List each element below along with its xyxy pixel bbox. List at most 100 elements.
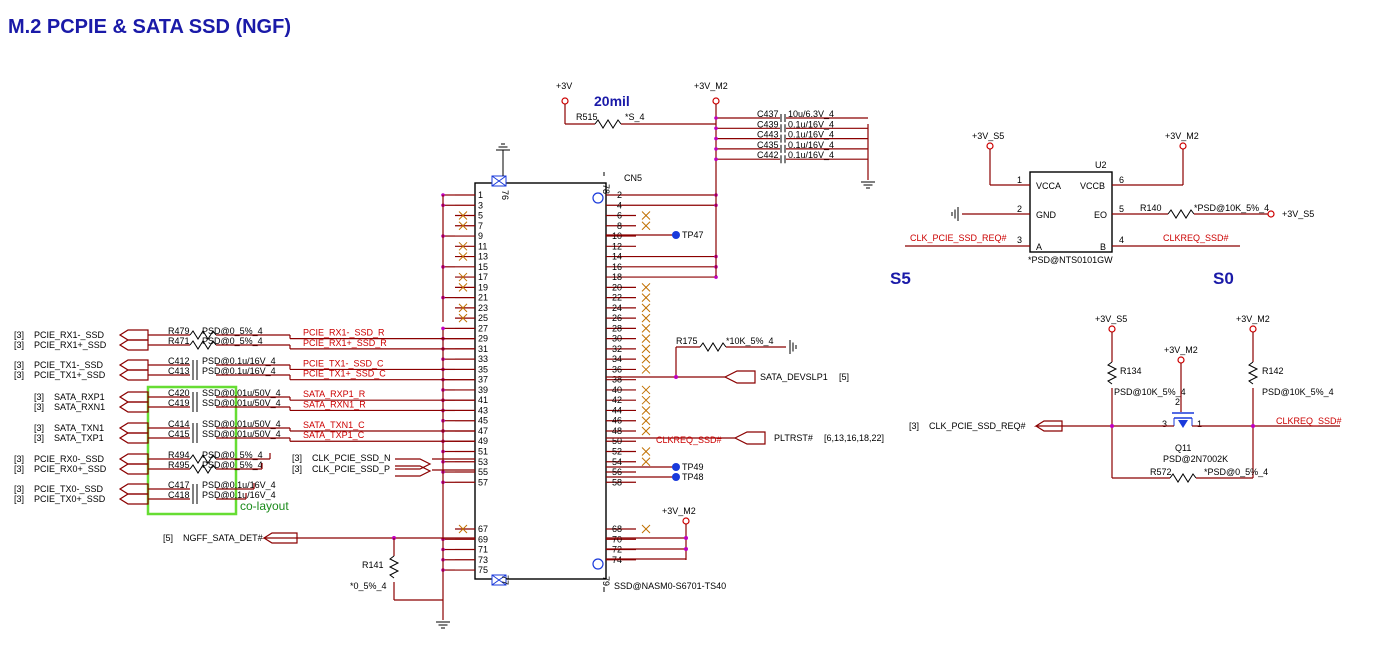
svg-text:[6,13,16,18,22]: [6,13,16,18,22] [824, 433, 884, 443]
svg-text:6: 6 [1119, 175, 1124, 185]
cap-val-3: 0.1u/16V_4 [788, 140, 834, 150]
signal-6-ref: C414 [168, 419, 190, 429]
svg-text:EO: EO [1094, 210, 1107, 220]
cn5-pin-73: 73 [478, 555, 488, 565]
cn5-pin-2: 2 [617, 190, 622, 200]
signal-3-net: PCIE_TX1+_SSD_C [303, 369, 386, 379]
cn5-pin-67: 67 [478, 524, 488, 534]
signal-5-name: SATA_RXN1 [54, 402, 105, 412]
cn5-pin-6: 6 [617, 211, 622, 221]
co-layout-box [146, 385, 238, 516]
cn5-pin-69: 69 [478, 534, 488, 544]
r175-ref: R175 [676, 336, 698, 346]
r134-ref: R134 [1120, 366, 1142, 376]
cn5-pin-16: 16 [612, 262, 622, 272]
q11-pwr-m2a: +3V_M2 [1164, 345, 1198, 355]
cap-val-2: 0.1u/16V_4 [788, 130, 834, 140]
svg-text:[5]: [5] [163, 533, 173, 543]
cap-ref-4: C442 [757, 150, 779, 160]
signal-4-ref: C420 [168, 388, 190, 398]
signal-8-resistor-icon [189, 454, 217, 464]
cn5-key-bottom-icon [592, 558, 604, 570]
cn5-pin-26: 26 [612, 313, 622, 323]
signal-10-value: PSD@0.1u/16V_4 [202, 480, 276, 490]
cn5-mount-78: 78 [601, 184, 611, 194]
cn5-pin-55: 55 [478, 467, 488, 477]
cn5-pin-19: 19 [478, 282, 488, 292]
cn5-pin-45: 45 [478, 416, 488, 426]
cn5-pin-50: 50 [612, 436, 622, 446]
signal-9-value: PSD@0_5%_4 [202, 460, 263, 470]
svg-text:A: A [1036, 242, 1042, 252]
signal-6-name: SATA_TXN1 [54, 423, 104, 433]
cn5-pin-51: 51 [478, 447, 488, 457]
svg-text:B: B [1100, 242, 1106, 252]
clk-n-label: CLK_PCIE_SSD_N [312, 453, 391, 463]
cn5-pin-38: 38 [612, 375, 622, 385]
pwr-3v-m2-bottom: +3V_M2 [662, 506, 696, 516]
cn5-pin-35: 35 [478, 364, 488, 374]
cn5-value: SSD@NASM0-S6701-TS40 [614, 581, 726, 591]
cn5-pin-47: 47 [478, 426, 488, 436]
cn5-pin-21: 21 [478, 293, 488, 303]
svg-text:[3]: [3] [14, 360, 24, 370]
signal-4-name: SATA_RXP1 [54, 392, 105, 402]
cn5-pin-34: 34 [612, 354, 622, 364]
svg-text:VCCB: VCCB [1080, 181, 1105, 191]
cn5-pin-3: 3 [478, 200, 483, 210]
cn5-pin-68: 68 [612, 524, 622, 534]
svg-text:VCCA: VCCA [1036, 181, 1061, 191]
cn5-pin-44: 44 [612, 405, 622, 415]
cap-ref-2: C443 [757, 130, 779, 140]
cn5-pin-56: 56 [612, 467, 622, 477]
svg-text:GND: GND [1036, 210, 1057, 220]
cn5-pin-70: 70 [612, 534, 622, 544]
tp48-label: TP48 [682, 472, 704, 482]
signal-1-value: PSD@0_5%_4 [202, 336, 263, 346]
pltrst-label: PLTRST# [774, 433, 813, 443]
width-note: 20mil [594, 93, 630, 109]
cn5-pin-24: 24 [612, 303, 622, 313]
cn5-pin-57: 57 [478, 477, 488, 487]
q11-pwr-m2b: +3V_M2 [1236, 314, 1270, 324]
r175-value: *10K_5%_4 [726, 336, 774, 346]
domain-s5: S5 [890, 269, 911, 288]
cn5-mount-76: 76 [500, 190, 510, 200]
r140-pwr: +3V_S5 [1282, 209, 1314, 219]
cn5-pin-14: 14 [612, 252, 622, 262]
cn5-pin-46: 46 [612, 416, 622, 426]
q11-out-net: CLKREQ_SSD# [1276, 416, 1342, 426]
tp49-label: TP49 [682, 462, 704, 472]
cn5-pin-29: 29 [478, 334, 488, 344]
svg-text:2: 2 [1017, 204, 1022, 214]
u2-pwr-b: +3V_M2 [1165, 131, 1199, 141]
signal-8-value: PSD@0_5%_4 [202, 450, 263, 460]
r515-ref: R515 [576, 112, 598, 122]
u2-out-net: CLKREQ_SSD# [1163, 233, 1229, 243]
cap-val-4: 0.1u/16V_4 [788, 150, 834, 160]
r515-resistor-icon [594, 119, 622, 129]
svg-text:3: 3 [1017, 235, 1022, 245]
ngff-sata-det: [5] NGFF_SATA_DET# R141 *0_5%_4 [163, 532, 475, 601]
signal-2-name: PCIE_TX1-_SSD [34, 360, 104, 370]
signal-7-net: SATA_TXP1_C [303, 430, 365, 440]
tp47-label: TP47 [682, 230, 704, 240]
signal-0-value: PSD@0_5%_4 [202, 326, 263, 336]
cn5-pin-43: 43 [478, 405, 488, 415]
signal-11-value: PSD@0.1u/16V_4 [202, 490, 276, 500]
svg-text:[3]: [3] [14, 494, 24, 504]
domain-s0: S0 [1213, 269, 1234, 288]
clk-p-label: CLK_PCIE_SSD_P [312, 464, 390, 474]
pwr-3v-m2-label: +3V_M2 [694, 81, 728, 91]
cn5-pin-18: 18 [612, 272, 622, 282]
u2-ref: U2 [1095, 160, 1107, 170]
signal-1-resistor-icon [189, 340, 217, 350]
cn5-pin-5: 5 [478, 211, 483, 221]
svg-text:2: 2 [1175, 397, 1180, 407]
r515-value: *S_4 [625, 112, 645, 122]
signal-1-name: PCIE_RX1+_SSD [34, 340, 107, 350]
cn5-pin-53: 53 [478, 457, 488, 467]
svg-text:1: 1 [1197, 419, 1202, 429]
